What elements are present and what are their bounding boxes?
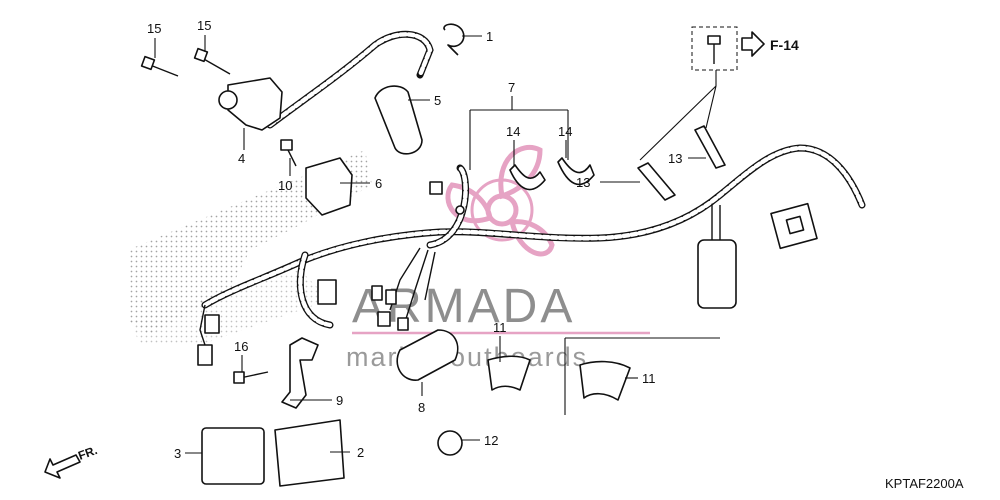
callout-8: 8 (418, 400, 425, 415)
callout-13-b: 13 (668, 151, 682, 166)
harness-clip-part-a (637, 162, 676, 201)
watermark-tagline: marine outboards (346, 342, 588, 372)
callout-3: 3 (174, 446, 181, 461)
reference-code: KPTAF2200A (885, 476, 964, 491)
leader-lines (154, 35, 717, 454)
callout-13-a: 13 (576, 175, 590, 190)
callout-11-b: 11 (642, 371, 656, 386)
callout-14-a: 14 (506, 124, 520, 139)
wire-clip-part (443, 23, 465, 56)
direction-indicator: FR. (44, 443, 99, 479)
regulator-part (305, 157, 353, 216)
harness-connectors-left (197, 181, 465, 366)
arrow-right-icon (741, 31, 765, 57)
ignition-coil-part (227, 77, 283, 131)
stay-bracket-part (281, 337, 319, 409)
callout-14-b: 14 (558, 124, 572, 139)
callout-15-b: 15 (197, 18, 211, 33)
direction-label: FR. (76, 443, 99, 463)
main-wire-harness (199, 144, 866, 361)
callout-10: 10 (278, 178, 292, 193)
band-part-a (487, 355, 531, 391)
callout-11-a: 11 (493, 320, 507, 335)
clamp-part (437, 430, 463, 456)
callout-12: 12 (484, 433, 498, 448)
section-ref-label: F-14 (770, 37, 799, 53)
callout-2: 2 (357, 445, 364, 460)
frame-shading-lower (130, 270, 330, 345)
callout-7: 7 (508, 80, 515, 95)
band-part-b (579, 360, 631, 401)
relay-box-part (201, 427, 265, 485)
arrow-down-left-icon (44, 454, 81, 479)
spark-plug-cap-part (374, 85, 423, 155)
condenser-part (396, 329, 459, 381)
callout-6: 6 (375, 176, 382, 191)
harness-clip-part-b (694, 125, 726, 169)
harness-connector-right (697, 202, 818, 309)
watermark-propeller-logo (445, 144, 555, 257)
callout-15-a: 15 (147, 21, 161, 36)
callout-1: 1 (486, 29, 493, 44)
wire-band-part-b (557, 157, 595, 186)
callout-9: 9 (336, 393, 343, 408)
section-reference: F-14 (691, 26, 799, 71)
callout-16: 16 (234, 339, 248, 354)
bolts (140, 47, 297, 384)
callout-5: 5 (434, 93, 441, 108)
callouts: 1 2 3 4 5 6 7 8 9 10 11 11 12 13 13 14 1… (147, 18, 682, 461)
relay-cover-part (274, 419, 345, 487)
wire-band-part-a (509, 164, 546, 191)
callout-4: 4 (238, 151, 245, 166)
